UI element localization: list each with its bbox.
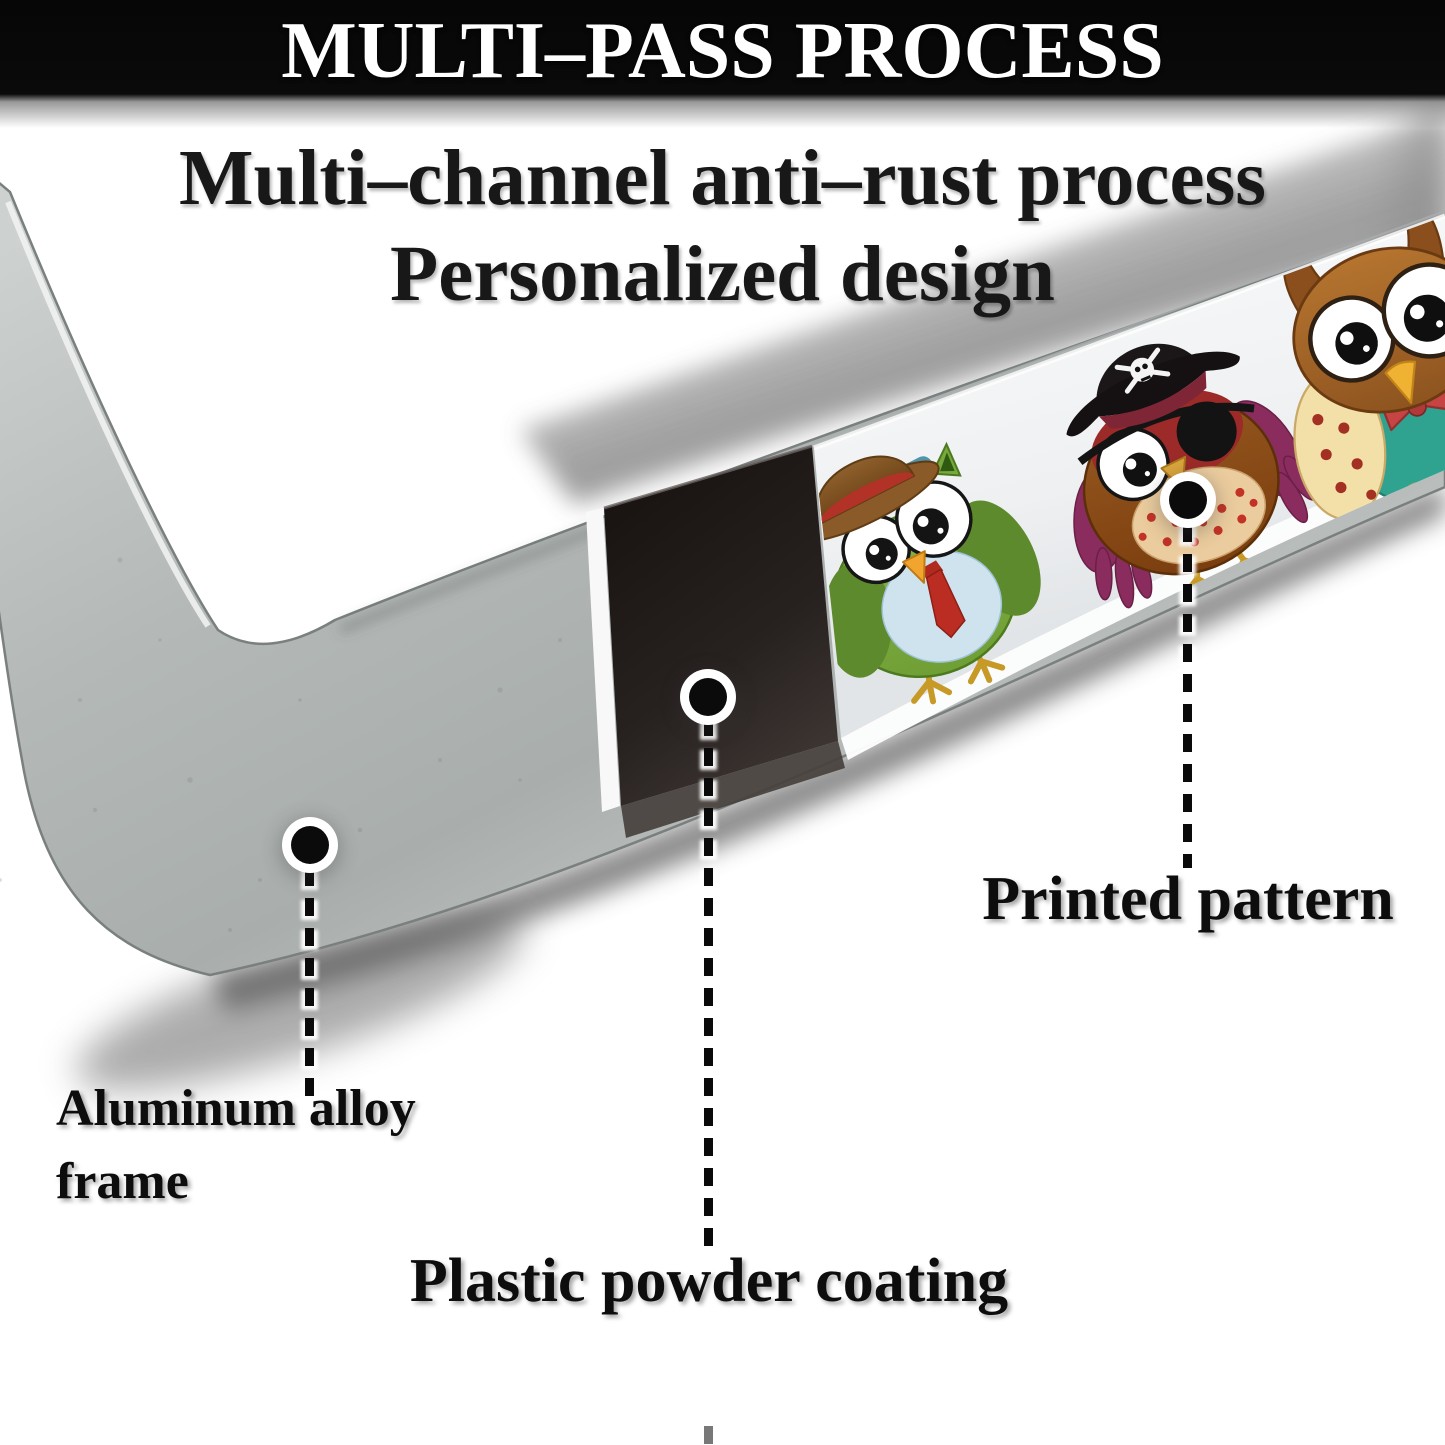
rail-top-inner-shade	[338, 520, 610, 635]
metal-texture-speckles	[0, 557, 562, 932]
leader-line-aluminum	[301, 868, 318, 1104]
label-plastic-powder-coating: Plastic powder coating	[409, 1247, 1009, 1315]
corner-shadow	[75, 914, 525, 1090]
leader-line-coating-tail	[704, 1426, 713, 1445]
pirate-owl-with-eye-patch-icon	[1066, 343, 1318, 609]
section-divider	[586, 508, 620, 812]
banner-title: MULTI–PASS PROCESS	[281, 7, 1164, 95]
printed-bottom-bevel	[841, 450, 1445, 760]
leader-line-printed	[1179, 524, 1196, 870]
leader-line-coating	[700, 718, 717, 1254]
plastic-powder-coating-section	[604, 446, 838, 806]
headline-line1: Multi–channel anti–rust process	[178, 135, 1267, 222]
coating-top-edge	[603, 444, 813, 510]
rail-inner-highlight	[5, 200, 211, 628]
coating-bottom-bevel	[621, 741, 845, 838]
callout-dot-coating	[689, 678, 727, 716]
banner: MULTI–PASS PROCESS	[0, 0, 1445, 130]
plate-shadow-wedge	[520, 112, 1445, 505]
label-aluminum-alloy-frame: Aluminum alloy frame	[56, 1080, 416, 1210]
callout-dot-aluminum	[291, 826, 329, 864]
callout-dot-printed	[1169, 481, 1207, 519]
owl-with-bowler-hat-and-tie-icon	[814, 441, 1041, 705]
printed-top-bevel	[813, 213, 1445, 451]
headline-line2: Personalized design	[390, 231, 1055, 318]
label-printed-pattern: Printed pattern	[982, 865, 1394, 933]
printed-top-edge	[811, 210, 1445, 444]
headline: Multi–channel anti–rust process Personal…	[0, 131, 1445, 323]
